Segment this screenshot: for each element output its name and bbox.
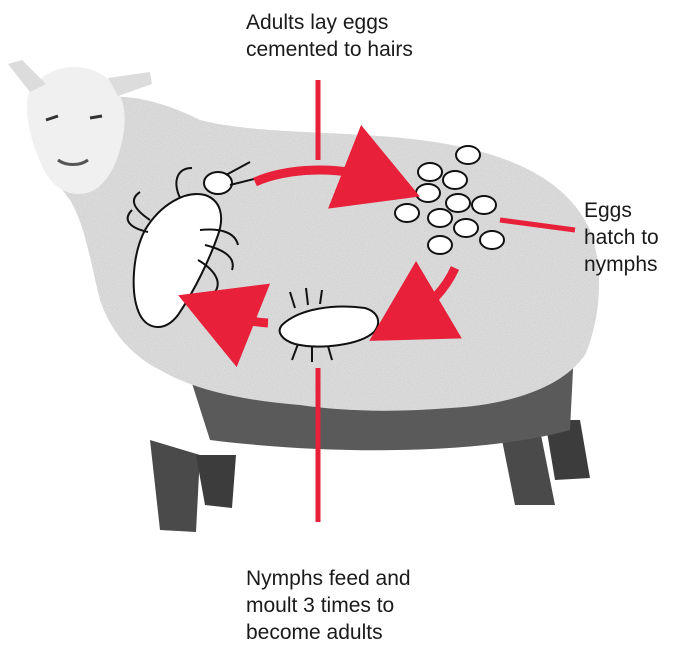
label-eggs-line-3: nymphs — [584, 251, 659, 278]
sheep-illustration — [8, 60, 599, 532]
label-adults-line-2: cemented to hairs — [246, 36, 413, 63]
label-adults-lay-eggs: Adults lay eggs cemented to hairs — [246, 9, 413, 63]
label-nymphs-line-2: moult 3 times to — [246, 592, 411, 619]
label-eggs-line-1: Eggs — [584, 197, 659, 224]
label-eggs-line-2: hatch to — [584, 224, 659, 251]
label-nymphs-line-3: become adults — [246, 619, 411, 646]
label-adults-line-1: Adults lay eggs — [246, 9, 413, 36]
label-nymphs-line-1: Nymphs feed and — [246, 565, 411, 592]
label-eggs-hatch: Eggs hatch to nymphs — [584, 197, 659, 278]
label-nymphs-feed: Nymphs feed and moult 3 times to become … — [246, 565, 411, 646]
